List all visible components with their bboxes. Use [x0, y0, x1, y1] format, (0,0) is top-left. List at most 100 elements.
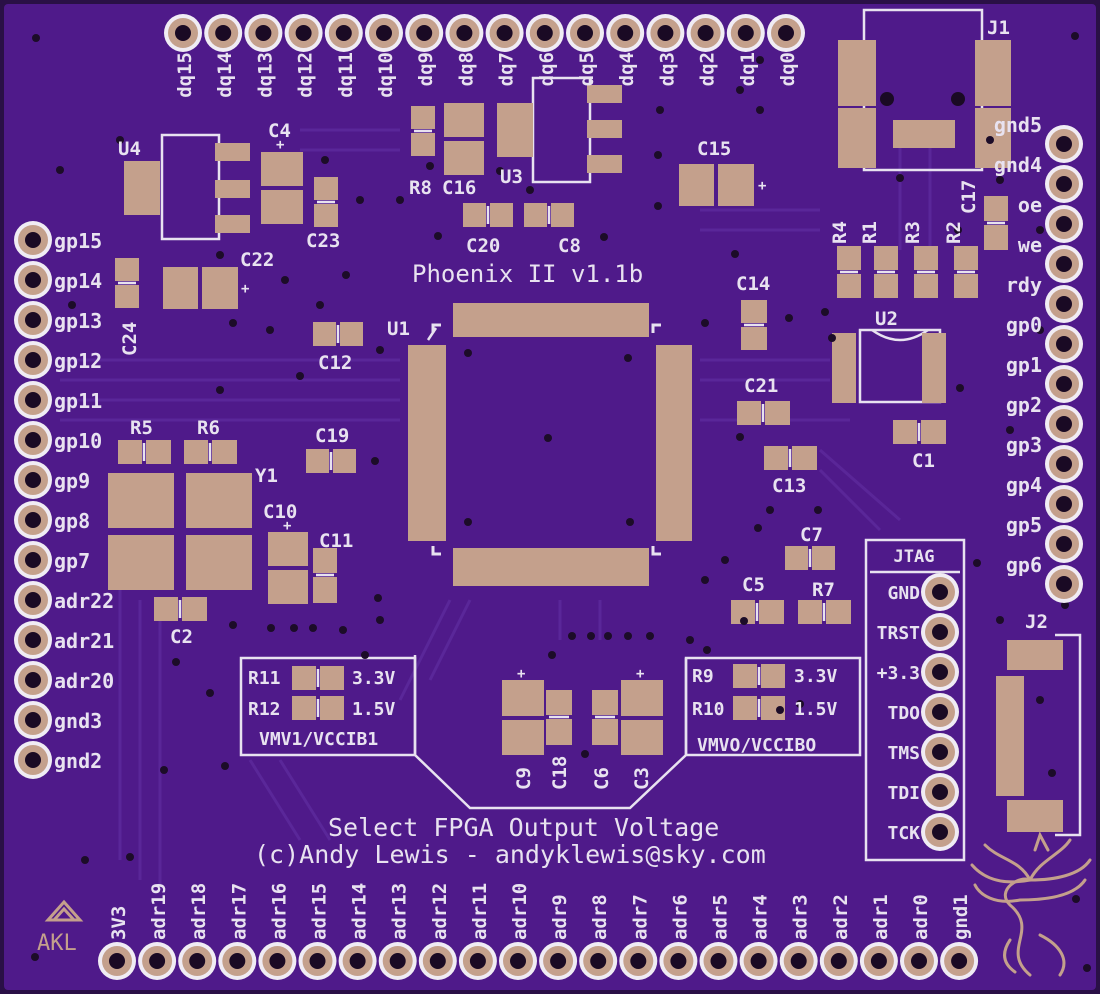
header-left-label-gp10: gp10	[54, 429, 102, 453]
refdes-c21: C21	[744, 375, 778, 397]
header-right-label-we: we	[1018, 233, 1042, 257]
header-right-pin-oe	[1045, 205, 1083, 243]
phoenix-artwork	[970, 831, 1092, 977]
header-bottom-label-3V3: 3V3	[108, 906, 130, 940]
header-bottom-pin-adr9	[539, 942, 578, 980]
header-top-label-dq6: dq6	[536, 52, 558, 86]
header-top-pin-dq9	[405, 14, 444, 52]
copyright-line: (c)Andy Lewis - andyklewis@sky.com	[254, 840, 766, 869]
trace-layer	[60, 128, 932, 890]
refdes-c19: C19	[315, 425, 349, 447]
header-left-label-gp13: gp13	[54, 309, 102, 333]
header-bottom-pin-adr5	[699, 942, 738, 980]
header-bottom-label-adr2: adr2	[830, 894, 852, 940]
refdes-j1: J1	[987, 17, 1010, 39]
header-bottom-pin-adr7	[619, 942, 658, 980]
refdes-c9: C9	[513, 767, 535, 790]
u1-pad-row-right	[656, 345, 692, 541]
header-bottom-pin-adr16	[258, 942, 297, 980]
header-right-pin-gp0	[1045, 325, 1083, 363]
header-top-pin-dq6	[525, 14, 564, 52]
header-right-pin-gnd4	[1045, 165, 1083, 203]
header-bottom-label-adr8: adr8	[589, 894, 611, 940]
header-left-pin-gp11	[14, 381, 52, 419]
header-bottom-label-adr6: adr6	[669, 894, 691, 940]
svg-text:+: +	[517, 666, 525, 682]
refdes-c15: C15	[697, 138, 731, 160]
header-top-pin-dq11	[324, 14, 363, 52]
refdes-u4: U4	[118, 138, 141, 160]
header-top-pin-dq14	[204, 14, 243, 52]
header-right-label-gp4: gp4	[1006, 473, 1042, 497]
header-top-label-dq1: dq1	[737, 52, 759, 86]
refdes-c4: C4	[268, 120, 291, 142]
jtag-pin-trst	[921, 613, 959, 651]
header-top-label-dq14: dq14	[214, 52, 236, 98]
header-top-label-dq15: dq15	[174, 52, 196, 98]
header-top-pin-dq2	[686, 14, 725, 52]
header-right-pin-gp2	[1045, 405, 1083, 443]
header-left-pin-gnd2	[14, 741, 52, 779]
u1-pad-row-left	[408, 345, 446, 541]
jtag-label-tck: TCK	[887, 823, 920, 844]
vsel-left-r-top: R11	[248, 668, 281, 689]
header-top-pin-dq3	[646, 14, 685, 52]
header-bottom-label-adr9: adr9	[549, 894, 571, 940]
header-right-label-gp6: gp6	[1006, 553, 1042, 577]
header-top-label-dq4: dq4	[616, 52, 638, 86]
header-bottom-label-adr19: adr19	[148, 883, 170, 940]
header-left-pin-gp15	[14, 221, 52, 259]
header-bottom-label-adr16: adr16	[268, 883, 290, 940]
jtag-label-tdi: TDI	[887, 783, 920, 804]
header-left-pin-gnd3	[14, 701, 52, 739]
header-bottom-pin-adr6	[659, 942, 698, 980]
svg-text:+: +	[636, 666, 644, 682]
refdes-c24: C24	[119, 322, 141, 356]
header-right-pin-gnd5	[1045, 125, 1083, 163]
vsel-right-v-top: 3.3V	[794, 666, 838, 687]
silk-outlines	[160, 8, 1082, 862]
refdes-c13: C13	[772, 475, 806, 497]
header-left-pin-adr20	[14, 661, 52, 699]
jtag-pin-gnd	[921, 573, 959, 611]
header-bottom-label-adr4: adr4	[750, 894, 772, 940]
header-right-pin-gp6	[1045, 565, 1083, 603]
header-bottom-pin-gnd1	[940, 942, 979, 980]
header-top-pin-dq7	[485, 14, 524, 52]
vsel-right-r-bot: R10	[692, 699, 725, 720]
refdes-r8: R8	[409, 177, 432, 199]
header-left-pin-gp13	[14, 301, 52, 339]
header-right-label-gp0: gp0	[1006, 313, 1042, 337]
header-bottom-pin-adr12	[418, 942, 457, 980]
vsel-left-v-top: 3.3V	[352, 668, 396, 689]
refdes-c12: C12	[318, 352, 352, 374]
board-surface	[4, 4, 1096, 990]
refdes-c23: C23	[306, 230, 340, 252]
jtag-label-33: +3.3	[877, 663, 920, 684]
header-bottom-label-adr1: adr1	[870, 894, 892, 940]
refdes-j2: J2	[1025, 611, 1048, 633]
vsel-left: R11 3.3V R12 1.5V VMV1/VCCIB1	[248, 668, 396, 750]
vsel-left-caption: VMV1/VCCIB1	[259, 729, 378, 750]
refdes-r1: R1	[859, 221, 881, 244]
header-bottom-pin-adr11	[458, 942, 497, 980]
refdes-r3: R3	[902, 221, 924, 244]
header-right-label-gp5: gp5	[1006, 513, 1042, 537]
header-left-pin-gp12	[14, 341, 52, 379]
header-top-pin-dq4	[606, 14, 645, 52]
header-left-pin-adr21	[14, 621, 52, 659]
header-top-label-dq8: dq8	[455, 52, 477, 86]
header-top-pin-dq8	[445, 14, 484, 52]
refdes-c8: C8	[558, 235, 581, 257]
header-bottom-pin-adr1	[859, 942, 898, 980]
header-top-pin-dq5	[566, 14, 604, 52]
header-right-label-oe: oe	[1018, 193, 1042, 217]
refdes-c18: C18	[549, 756, 571, 790]
header-top-pin-dq12	[284, 14, 323, 52]
header-left-label-adr20: adr20	[54, 669, 114, 693]
refdes-y1: Y1	[255, 465, 278, 487]
header-top-pin-dq13	[244, 14, 283, 52]
header-right-label-gp3: gp3	[1006, 433, 1042, 457]
logo-text: AKL	[37, 931, 77, 956]
